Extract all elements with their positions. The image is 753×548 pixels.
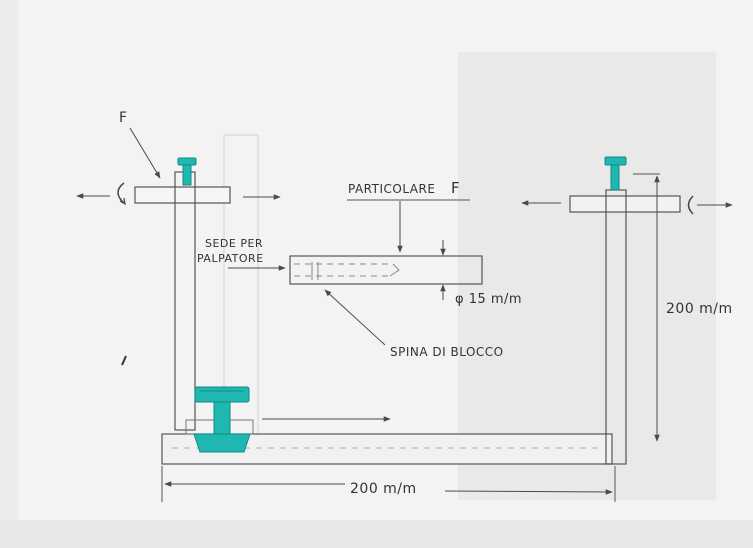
left-top-screw-shank <box>182 164 192 186</box>
seat-label-line1: SEDE PER <box>205 237 263 250</box>
left-rod <box>134 186 231 204</box>
base-screw-shank <box>213 401 231 435</box>
seat-label-line2: PALPATORE <box>197 252 264 265</box>
pin-label: SPINA DI BLOCCO <box>390 345 504 359</box>
left-gauge <box>76 127 281 431</box>
paper-edge-shadow <box>0 0 18 548</box>
rotation-arrow-left <box>117 182 125 204</box>
right-top-screw-head <box>604 156 627 166</box>
scan-shadow-region <box>458 52 716 500</box>
left-post <box>174 171 196 431</box>
pin-leader <box>324 289 386 346</box>
stray-mark <box>121 355 127 366</box>
scan-bottom-shadow <box>0 520 753 548</box>
pin-bore-tip <box>389 263 400 277</box>
rotation-arrow-left-head <box>119 197 126 206</box>
right-top-screw-shank <box>610 164 620 191</box>
detail-title: PARTICOLARE <box>348 182 435 196</box>
width-dimension-label: 200 m/m <box>350 481 417 497</box>
base-screw-head <box>194 386 250 403</box>
left-top-screw-head <box>177 157 197 166</box>
force-leader <box>129 127 161 179</box>
base-plate <box>161 386 613 465</box>
height-dimension-label: 200 m/m <box>666 301 733 317</box>
pin-body <box>289 255 483 285</box>
detail-f <box>228 199 483 346</box>
right-post <box>605 189 627 465</box>
right-gauge <box>521 156 733 465</box>
detail-letter: F <box>451 179 460 197</box>
diameter-label: φ 15 m/m <box>455 292 522 307</box>
right-rod <box>569 195 681 213</box>
force-label: F <box>119 110 128 126</box>
base-screw-foot <box>193 433 251 453</box>
rotation-arrow-right <box>687 195 694 215</box>
width-dim-right <box>444 489 613 495</box>
